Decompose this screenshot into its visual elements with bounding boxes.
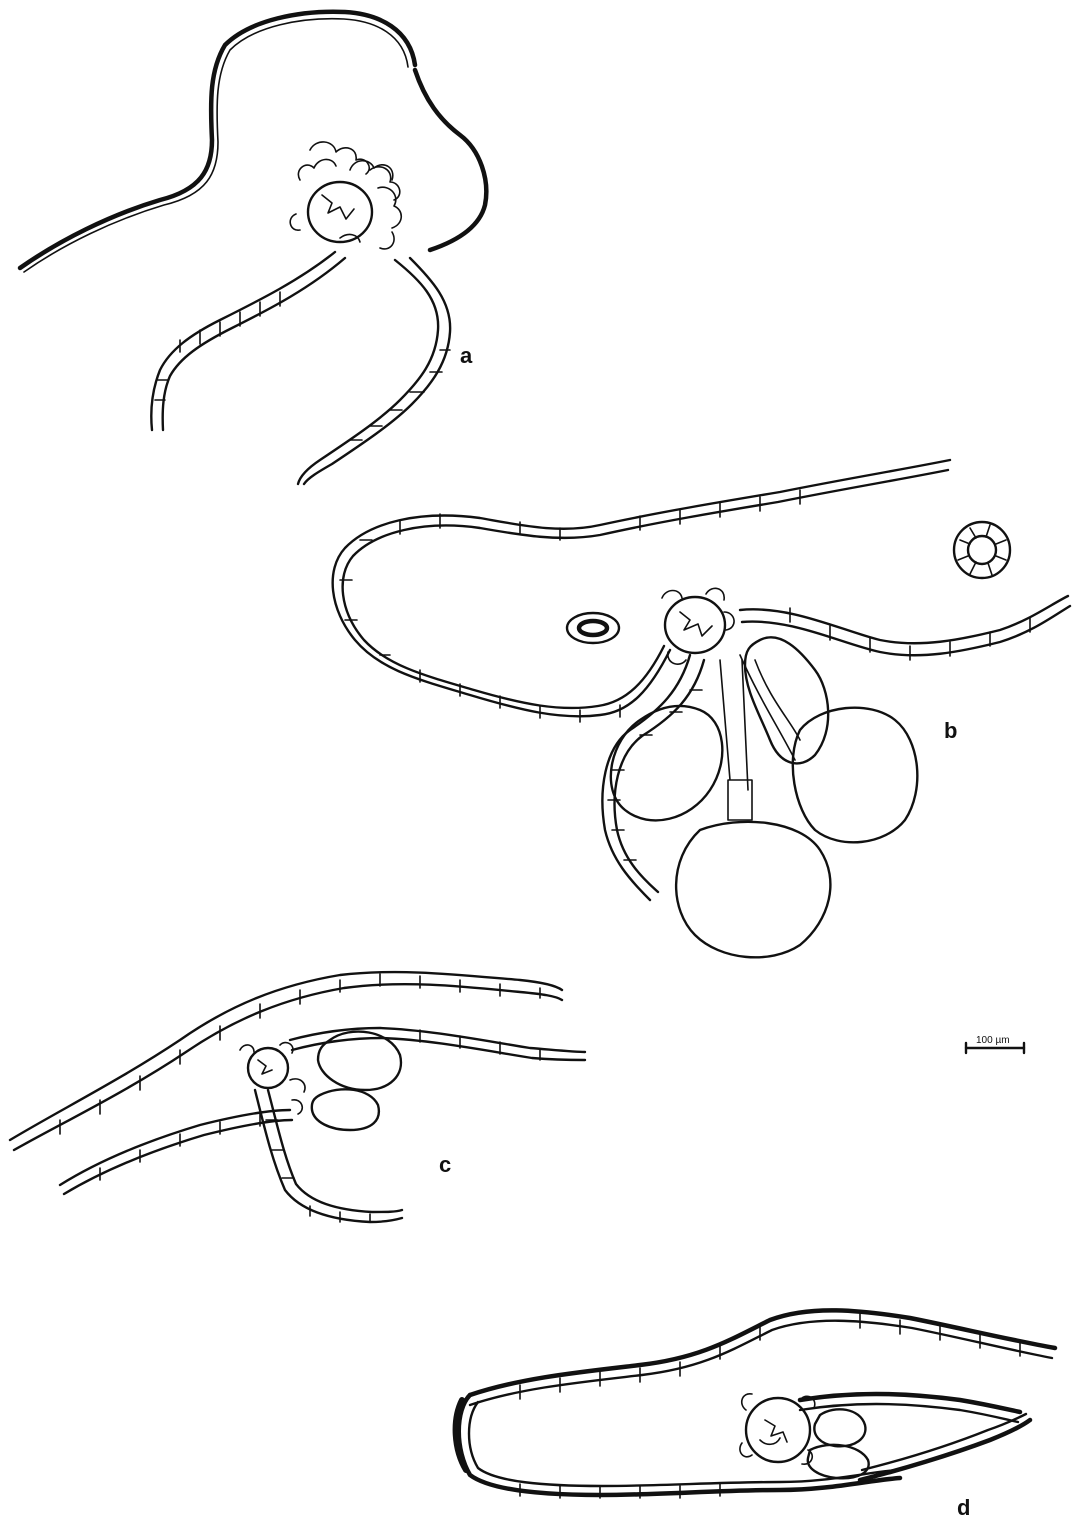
scale-bar: 100 µm [966, 1035, 1024, 1053]
panel-c-upper-blade [10, 972, 562, 1140]
panel-b-leaf-blade [333, 460, 950, 716]
panel-c-vascular-bundle [248, 1048, 288, 1088]
panel-b-lobe-bottom [676, 822, 830, 958]
panel-d-lobe-lower [808, 1445, 869, 1479]
panel-c-middle-blade [290, 1028, 585, 1052]
panel-b-isolated-bundle [567, 613, 619, 643]
panel-b-label: b [944, 718, 957, 743]
panel-c-drawing [10, 972, 585, 1222]
panel-b-lobe-left [611, 706, 723, 820]
panel-b-drawing [333, 460, 1070, 957]
scale-bar-label: 100 µm [976, 1035, 1010, 1046]
panel-c-lower-blade [60, 1110, 290, 1185]
panel-c-lobe-lower [312, 1089, 379, 1130]
panel-c-label: c [439, 1152, 451, 1177]
panel-a-vascular-bundle [308, 182, 372, 242]
panel-d-vascular-bundle [746, 1398, 810, 1462]
panel-d-outer-blade [470, 1310, 1055, 1395]
panel-a-lower-blade-right [298, 260, 438, 484]
panel-a-label: a [460, 343, 473, 368]
panel-b-lower-arm [602, 655, 690, 900]
panel-b-lobe-right [793, 708, 918, 843]
panel-d-lobe-upper [814, 1409, 865, 1446]
panel-a-drawing [20, 12, 486, 484]
panel-b-cell-cluster [954, 522, 1010, 578]
panel-d-label: d [957, 1495, 970, 1520]
panel-d-drawing [456, 1310, 1055, 1498]
panel-c-lobe-upper [318, 1032, 401, 1090]
panel-a-lower-blade-left [151, 252, 335, 430]
